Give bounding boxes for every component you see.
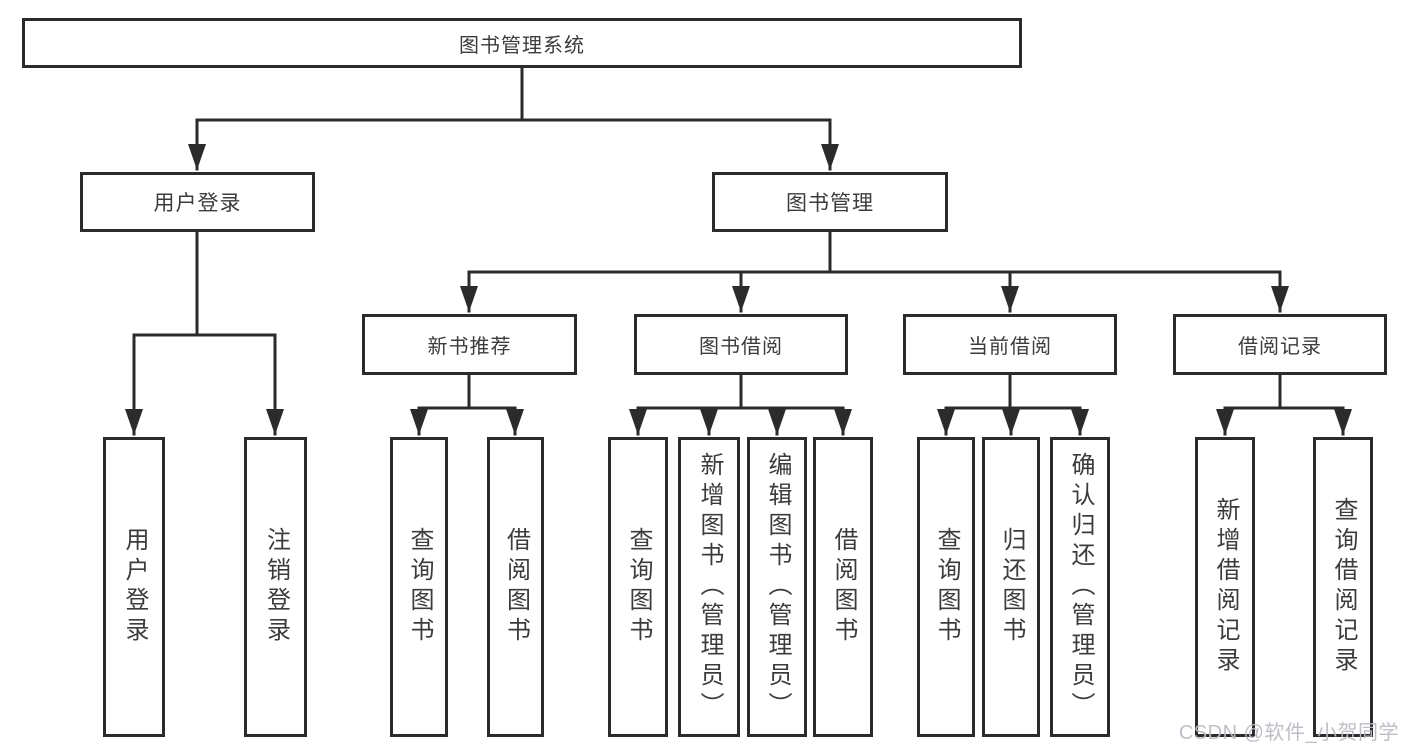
leaf-confirm-return-admin: 确认归还（管理员） bbox=[1050, 437, 1110, 737]
node-new-book-recommend: 新书推荐 bbox=[362, 314, 577, 375]
connector-book-borrow bbox=[629, 373, 852, 436]
leaf-logout: 注销登录 bbox=[244, 437, 307, 737]
leaf-query-borrow-record-label: 查询借阅记录 bbox=[1330, 497, 1357, 677]
node-book-management: 图书管理 bbox=[712, 172, 948, 232]
node-user-login: 用户登录 bbox=[80, 172, 315, 232]
leaf-confirm-return-admin-label: 确认归还（管理员） bbox=[1067, 452, 1094, 722]
leaf-query-books-current-label: 查询图书 bbox=[933, 527, 960, 647]
leaf-query-books-recommend: 查询图书 bbox=[390, 437, 448, 737]
leaf-query-borrow-record: 查询借阅记录 bbox=[1313, 437, 1373, 737]
leaf-borrow-books-label: 借阅图书 bbox=[830, 527, 857, 647]
connector-new-book-recommend bbox=[410, 373, 524, 436]
node-current-borrow: 当前借阅 bbox=[903, 314, 1117, 375]
connector-book-management bbox=[460, 230, 1289, 313]
leaf-query-books-recommend-label: 查询图书 bbox=[406, 527, 433, 647]
leaf-add-borrow-record: 新增借阅记录 bbox=[1195, 437, 1255, 737]
leaf-borrow-books-recommend: 借阅图书 bbox=[487, 437, 544, 737]
leaf-user-login: 用户登录 bbox=[103, 437, 165, 737]
connector-user-login bbox=[125, 230, 284, 436]
leaf-edit-book-admin-label: 编辑图书（管理员） bbox=[764, 452, 791, 722]
leaf-edit-book-admin: 编辑图书（管理员） bbox=[747, 437, 807, 737]
leaf-return-books: 归还图书 bbox=[982, 437, 1040, 737]
leaf-return-books-label: 归还图书 bbox=[998, 527, 1025, 647]
connector-root bbox=[188, 66, 839, 171]
leaf-add-book-admin: 新增图书（管理员） bbox=[678, 437, 740, 737]
connector-borrow-records bbox=[1216, 373, 1352, 436]
leaf-add-borrow-record-label: 新增借阅记录 bbox=[1212, 497, 1239, 677]
connector-current-borrow bbox=[937, 373, 1089, 436]
node-book-borrow: 图书借阅 bbox=[634, 314, 848, 375]
leaf-query-books-borrow-label: 查询图书 bbox=[625, 527, 652, 647]
leaf-logout-label: 注销登录 bbox=[262, 527, 290, 647]
leaf-user-login-label: 用户登录 bbox=[121, 527, 148, 647]
node-borrow-records: 借阅记录 bbox=[1173, 314, 1387, 375]
leaf-borrow-books-recommend-label: 借阅图书 bbox=[502, 527, 530, 647]
leaf-borrow-books: 借阅图书 bbox=[813, 437, 873, 737]
leaf-add-book-admin-label: 新增图书（管理员） bbox=[696, 452, 723, 722]
leaf-query-books-borrow: 查询图书 bbox=[608, 437, 668, 737]
node-root: 图书管理系统 bbox=[22, 18, 1022, 68]
leaf-query-books-current: 查询图书 bbox=[917, 437, 975, 737]
